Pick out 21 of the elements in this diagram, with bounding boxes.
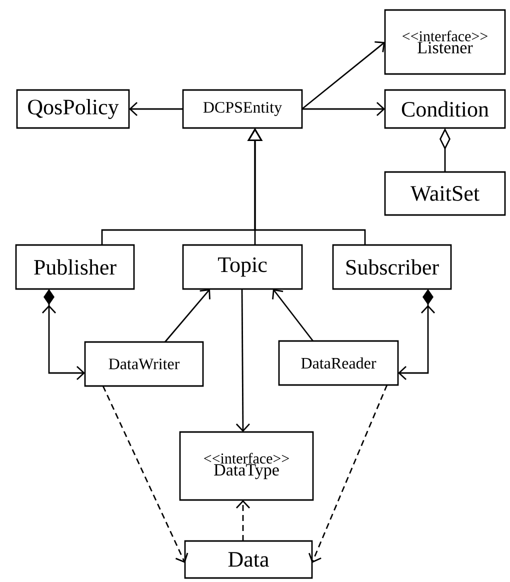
class-box: DCPSEntity bbox=[182, 89, 303, 129]
arrow bbox=[302, 102, 385, 116]
class-box: Data bbox=[184, 540, 313, 579]
class-box: Topic bbox=[182, 244, 303, 290]
arrow bbox=[129, 102, 183, 116]
arrow bbox=[272, 289, 314, 342]
arrow bbox=[302, 41, 385, 110]
class-box: DataWriter bbox=[84, 341, 204, 387]
class-box: QosPolicy bbox=[16, 89, 130, 129]
dependency-arrow bbox=[308, 384, 388, 563]
dependency-arrow bbox=[236, 500, 250, 541]
interface-box: <<interface>> DataType bbox=[179, 431, 314, 501]
dependency-arrow bbox=[102, 386, 188, 563]
interface-box: <<interface>> Listener bbox=[384, 9, 506, 75]
class-box: Publisher bbox=[15, 244, 135, 290]
class-box: DataReader bbox=[278, 340, 399, 386]
class-box: Condition bbox=[384, 89, 506, 129]
arrow bbox=[164, 289, 210, 342]
class-box: Subscriber bbox=[332, 244, 452, 290]
class-box: WaitSet bbox=[384, 171, 506, 216]
arrow bbox=[236, 289, 250, 432]
